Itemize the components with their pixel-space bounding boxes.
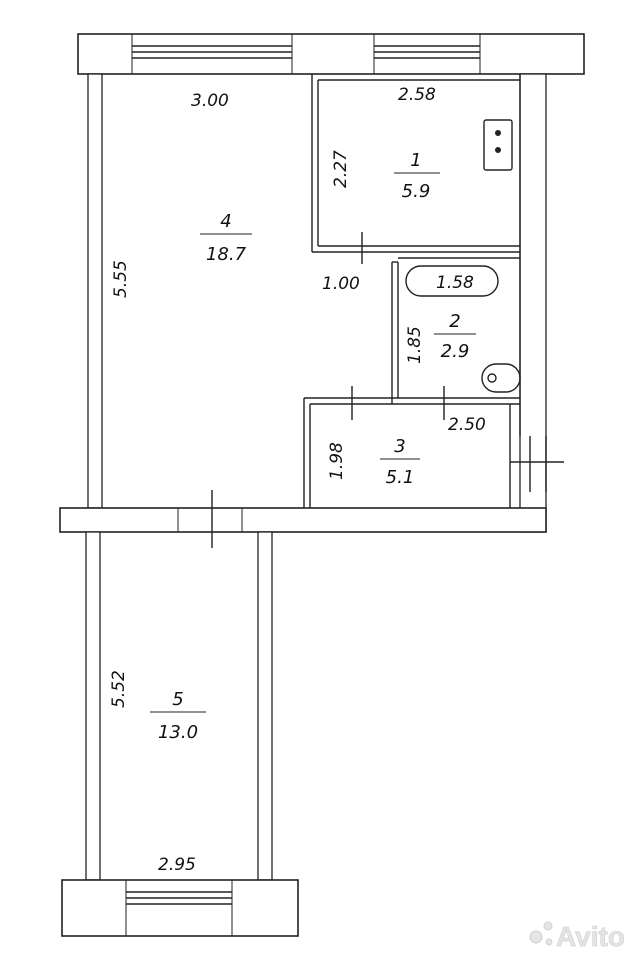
dim-room4-width: 3.00 <box>191 91 229 111</box>
stove-icon <box>483 119 513 171</box>
dim-room1-width: 2.58 <box>398 85 436 105</box>
room-area-5: 13.0 <box>158 722 198 743</box>
room-label-1: 1 5.9 <box>394 150 440 202</box>
dim-room2-height: 1.85 <box>405 326 425 364</box>
room-area-4: 18.7 <box>206 244 247 265</box>
dim-room3-height: 1.98 <box>327 442 347 480</box>
room-label-5: 5 13.0 <box>150 689 206 743</box>
room-number-2: 2 <box>449 311 460 332</box>
room-label-3: 3 5.1 <box>380 436 420 488</box>
room2-walls <box>391 257 520 404</box>
bathtub-icon <box>405 265 499 297</box>
left-wall-upper <box>87 73 103 509</box>
lower-walls <box>61 531 299 937</box>
dim-room4-height: 5.55 <box>111 260 131 298</box>
room1-walls <box>311 74 520 264</box>
room-number-5: 5 <box>172 689 183 710</box>
room-number-4: 4 <box>220 211 231 232</box>
dim-door-width: 1.00 <box>322 274 360 294</box>
room3-walls <box>303 386 520 508</box>
room-label-4: 4 18.7 <box>200 211 252 265</box>
room-area-1: 5.9 <box>402 181 431 202</box>
room-label-2: 2 2.9 <box>434 311 476 362</box>
room-number-3: 3 <box>394 436 405 457</box>
watermark-logo-icon <box>529 921 553 946</box>
dim-bath-length: 1.58 <box>436 273 474 293</box>
washbasin-icon <box>481 363 521 393</box>
right-wall <box>510 73 564 533</box>
room-number-1: 1 <box>410 150 421 171</box>
watermark-text: Avito <box>556 921 625 952</box>
dim-room3-width: 2.50 <box>448 415 486 435</box>
dim-room5-width: 2.95 <box>158 855 196 875</box>
room-area-3: 5.1 <box>386 467 415 488</box>
top-wall <box>77 33 585 75</box>
room-area-2: 2.9 <box>441 341 470 362</box>
middle-wall <box>59 490 547 548</box>
dim-room1-height: 2.27 <box>331 150 351 188</box>
dim-room5-height: 5.52 <box>109 670 129 708</box>
